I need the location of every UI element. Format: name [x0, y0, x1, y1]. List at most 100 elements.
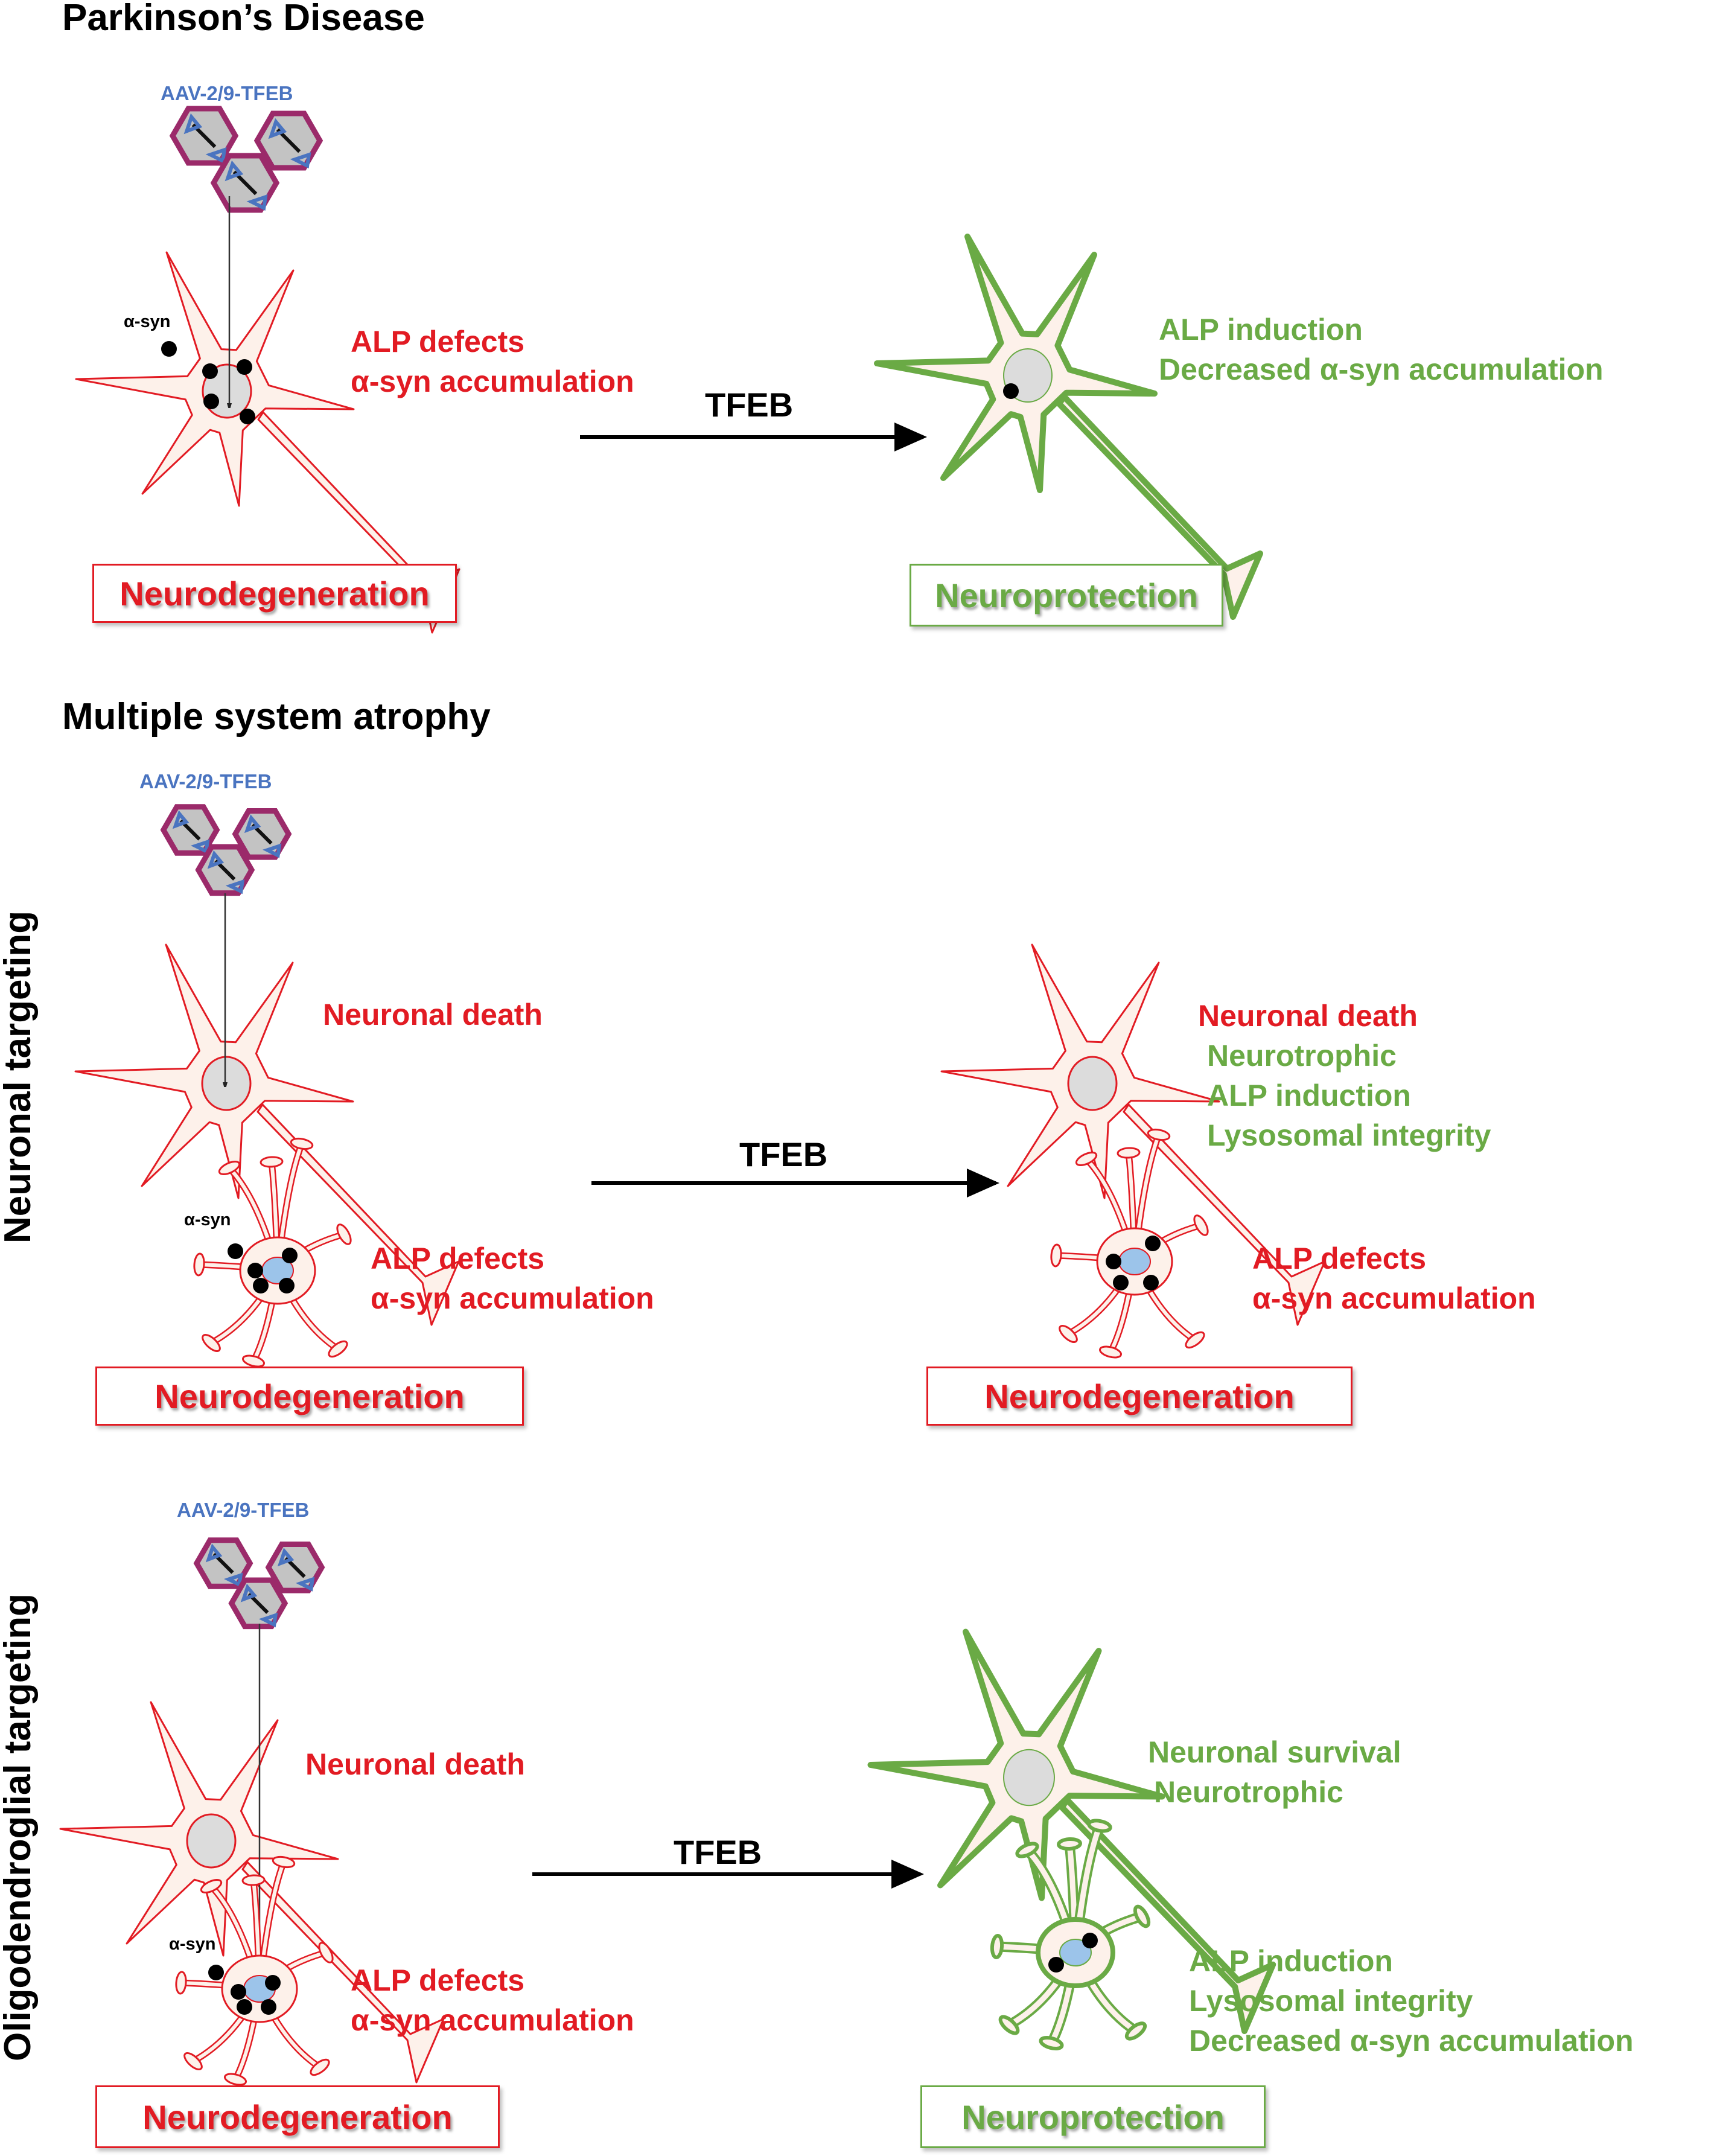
p3-virus-2-itr-left-icon [277, 1548, 295, 1567]
p2-virus-3-itr-right-icon [225, 879, 245, 895]
p1-virus-1-itr-left-icon [183, 113, 203, 135]
panel-2-side-label: Neuronal targeting [0, 910, 39, 1243]
p2-asyn-dot-3 [279, 1278, 295, 1293]
panel-3-before-oligo-line-1: ALP defects [351, 1963, 525, 1997]
panel-3-after-neuron-line-1: Neuronal survival [1148, 1735, 1401, 1769]
p2-asyn-free-dot [228, 1243, 243, 1259]
p1-asyn-dot-after [1003, 383, 1019, 399]
panel-1-title: Parkinson’s Disease [62, 0, 425, 39]
p2-virus-2-itr-right-icon [263, 843, 282, 858]
panel-3-after-oligo-line-1: ALP induction [1189, 1944, 1393, 1978]
p3-oligo-after-nucleus-icon [1059, 1939, 1092, 1966]
panel-3-arrow-label: TFEB [674, 1833, 762, 1871]
p3-oligo-before-process-end-3 [318, 1942, 334, 1963]
panel-3-asyn-label: α-syn [169, 1934, 216, 1954]
p2-oligo-before-process-end-6 [328, 1340, 348, 1358]
panel-2-after-outcome-box: Neurodegeneration [926, 1367, 1353, 1426]
p2-oligo-after-process-end-7 [1098, 1345, 1123, 1359]
panel-1-asyn-label: α-syn [124, 312, 171, 331]
panel-1-before-line-1: ALP defects [351, 325, 525, 359]
p2-virus-2-itr-left-icon [244, 814, 261, 834]
panel-2-before-neuron-line-1: Neuronal death [323, 998, 543, 1032]
p2-oligo-before-process-end-3 [336, 1223, 352, 1245]
p1-virus-1-itr-right-icon [205, 147, 227, 164]
p1-virus-2-itr-left-icon [268, 118, 287, 139]
p3-virus-1-itr-right-icon [224, 1572, 243, 1587]
p2-asyn-dot-0 [247, 1263, 263, 1278]
p3-oligo-before-process-end-6 [310, 2058, 330, 2076]
panel-3-vector-label: AAV-2/9-TFEB [177, 1499, 310, 1521]
p3-neuron-after-axon-icon [1059, 1796, 1276, 2034]
p3-oligo-before-process-end-0 [200, 1878, 223, 1894]
panel-3-before-outcome-box: Neurodegeneration [95, 2085, 500, 2148]
panel-3-after-outcome-box: Neuroprotection [920, 2085, 1266, 2148]
p2-neuron-before-nucleus-icon [201, 1056, 252, 1111]
panel-2-after-oligo-line-2: α-syn accumulation [1252, 1281, 1536, 1315]
p3-virus-1-itr-left-icon [205, 1543, 223, 1563]
p1-virus-3-itr-left-icon [225, 160, 244, 182]
panel-3-after-neuron-line-2: Neurotrophic [1154, 1775, 1343, 1809]
p2-asyn-dot-after-2 [1113, 1275, 1129, 1290]
p3-oligo-before-process-end-4 [175, 1971, 187, 1995]
panel-2-after-neuron-line-1: Neuronal death [1198, 999, 1418, 1033]
p2-virus-3-itr-left-icon [207, 850, 225, 869]
p3-oligo-after-process-end-1 [1057, 1837, 1082, 1851]
panel-1-vector-label: AAV-2/9-TFEB [161, 82, 293, 104]
p2-oligo-before-process-end-2 [290, 1137, 314, 1150]
panel-2-before-oligo-line-1: ALP defects [371, 1242, 545, 1275]
p2-oligo-after-process-end-3 [1193, 1214, 1209, 1236]
p2-oligo-before-process-end-5 [202, 1333, 221, 1353]
p2-asyn-dot-after-0 [1106, 1254, 1121, 1269]
p3-virus-3-itr-right-icon [258, 1612, 278, 1628]
p2-oligo-before-process-end-0 [218, 1160, 241, 1176]
p2-oligo-before-process-end-7 [241, 1354, 266, 1368]
p2-oligo-after-process-end-0 [1075, 1151, 1098, 1167]
p2-oligo-after-process-end-1 [1117, 1147, 1141, 1159]
panel-2-before-oligo-line-2: α-syn accumulation [371, 1281, 654, 1315]
p2-asyn-dot-after-3 [1143, 1275, 1159, 1290]
p2-oligo-after-process-end-2 [1147, 1128, 1171, 1141]
p3-oligo-before-process-end-5 [183, 2052, 203, 2071]
p2-virus-1-itr-right-icon [191, 839, 210, 854]
panel-3-before-oligo-line-2: α-syn accumulation [351, 2003, 634, 2037]
p3-neuron-before-nucleus-icon [186, 1813, 237, 1869]
p2-neuron-before-axon-icon [256, 1103, 460, 1326]
p2-oligo-after-nucleus-icon [1118, 1248, 1151, 1275]
p3-oligo-before-process-end-2 [272, 1855, 296, 1869]
p1-asyn-dot-0 [202, 363, 218, 379]
p3-asyn-dot-1 [265, 1975, 281, 1991]
panel-2-arrow-label: TFEB [739, 1135, 828, 1173]
p2-oligo-after-process-end-4 [1050, 1243, 1062, 1268]
panel-1-before-line-2: α-syn accumulation [351, 365, 634, 398]
p3-oligo-after-process-end-0 [1015, 1842, 1039, 1858]
panel-2-after-neuron-line-2: Neurotrophic [1207, 1039, 1397, 1073]
p3-oligo-after-process-end-5 [998, 2015, 1020, 2035]
p1-virus-3-itr-right-icon [246, 194, 268, 211]
p1-virus-2-itr-right-icon [290, 152, 311, 169]
p3-asyn-free-dot [208, 1965, 224, 1980]
panel-3-after-oligo-line-3: Decreased α-syn accumulation [1189, 2024, 1634, 2058]
p2-neuron-after-axon-icon [1123, 1103, 1326, 1326]
p3-asyn-dot-0 [231, 1984, 246, 2000]
p3-neuron-before-axon-icon [241, 1861, 445, 2084]
p2-asyn-dot-1 [282, 1248, 298, 1263]
p2-neuron-after-nucleus-icon [1067, 1056, 1118, 1111]
p3-virus-3-itr-left-icon [240, 1583, 258, 1603]
p2-oligo-before-process-end-4 [193, 1252, 205, 1277]
p2-asyn-dot-2 [253, 1278, 269, 1293]
p3-asyn-dot-3 [261, 1999, 276, 2015]
panel-3-after-oligo-line-2: Lysosomal integrity [1189, 1984, 1473, 2018]
panel-1-before-outcome: Neurodegeneration [119, 574, 430, 613]
p3-oligo-after-process-end-4 [990, 1934, 1004, 1959]
p1-asyn-dot-1 [237, 359, 252, 375]
p3-oligo-after-process-end-3 [1133, 1904, 1151, 1928]
p3-oligo-before-process-end-1 [241, 1874, 266, 1886]
p2-oligo-after-process-end-6 [1185, 1331, 1205, 1349]
p3-neuron-after-nucleus-icon [1003, 1749, 1055, 1807]
p3-oligo-after-process-end-7 [1039, 2035, 1064, 2051]
panel-1-after-outcome: Neuroprotection [935, 576, 1198, 614]
panel-1-after-line-2: Decreased α-syn accumulation [1159, 352, 1604, 386]
panel-3-after-outcome: Neuroprotection [961, 2097, 1225, 2136]
panel-2-before-outcome-box: Neurodegeneration [95, 1367, 524, 1426]
